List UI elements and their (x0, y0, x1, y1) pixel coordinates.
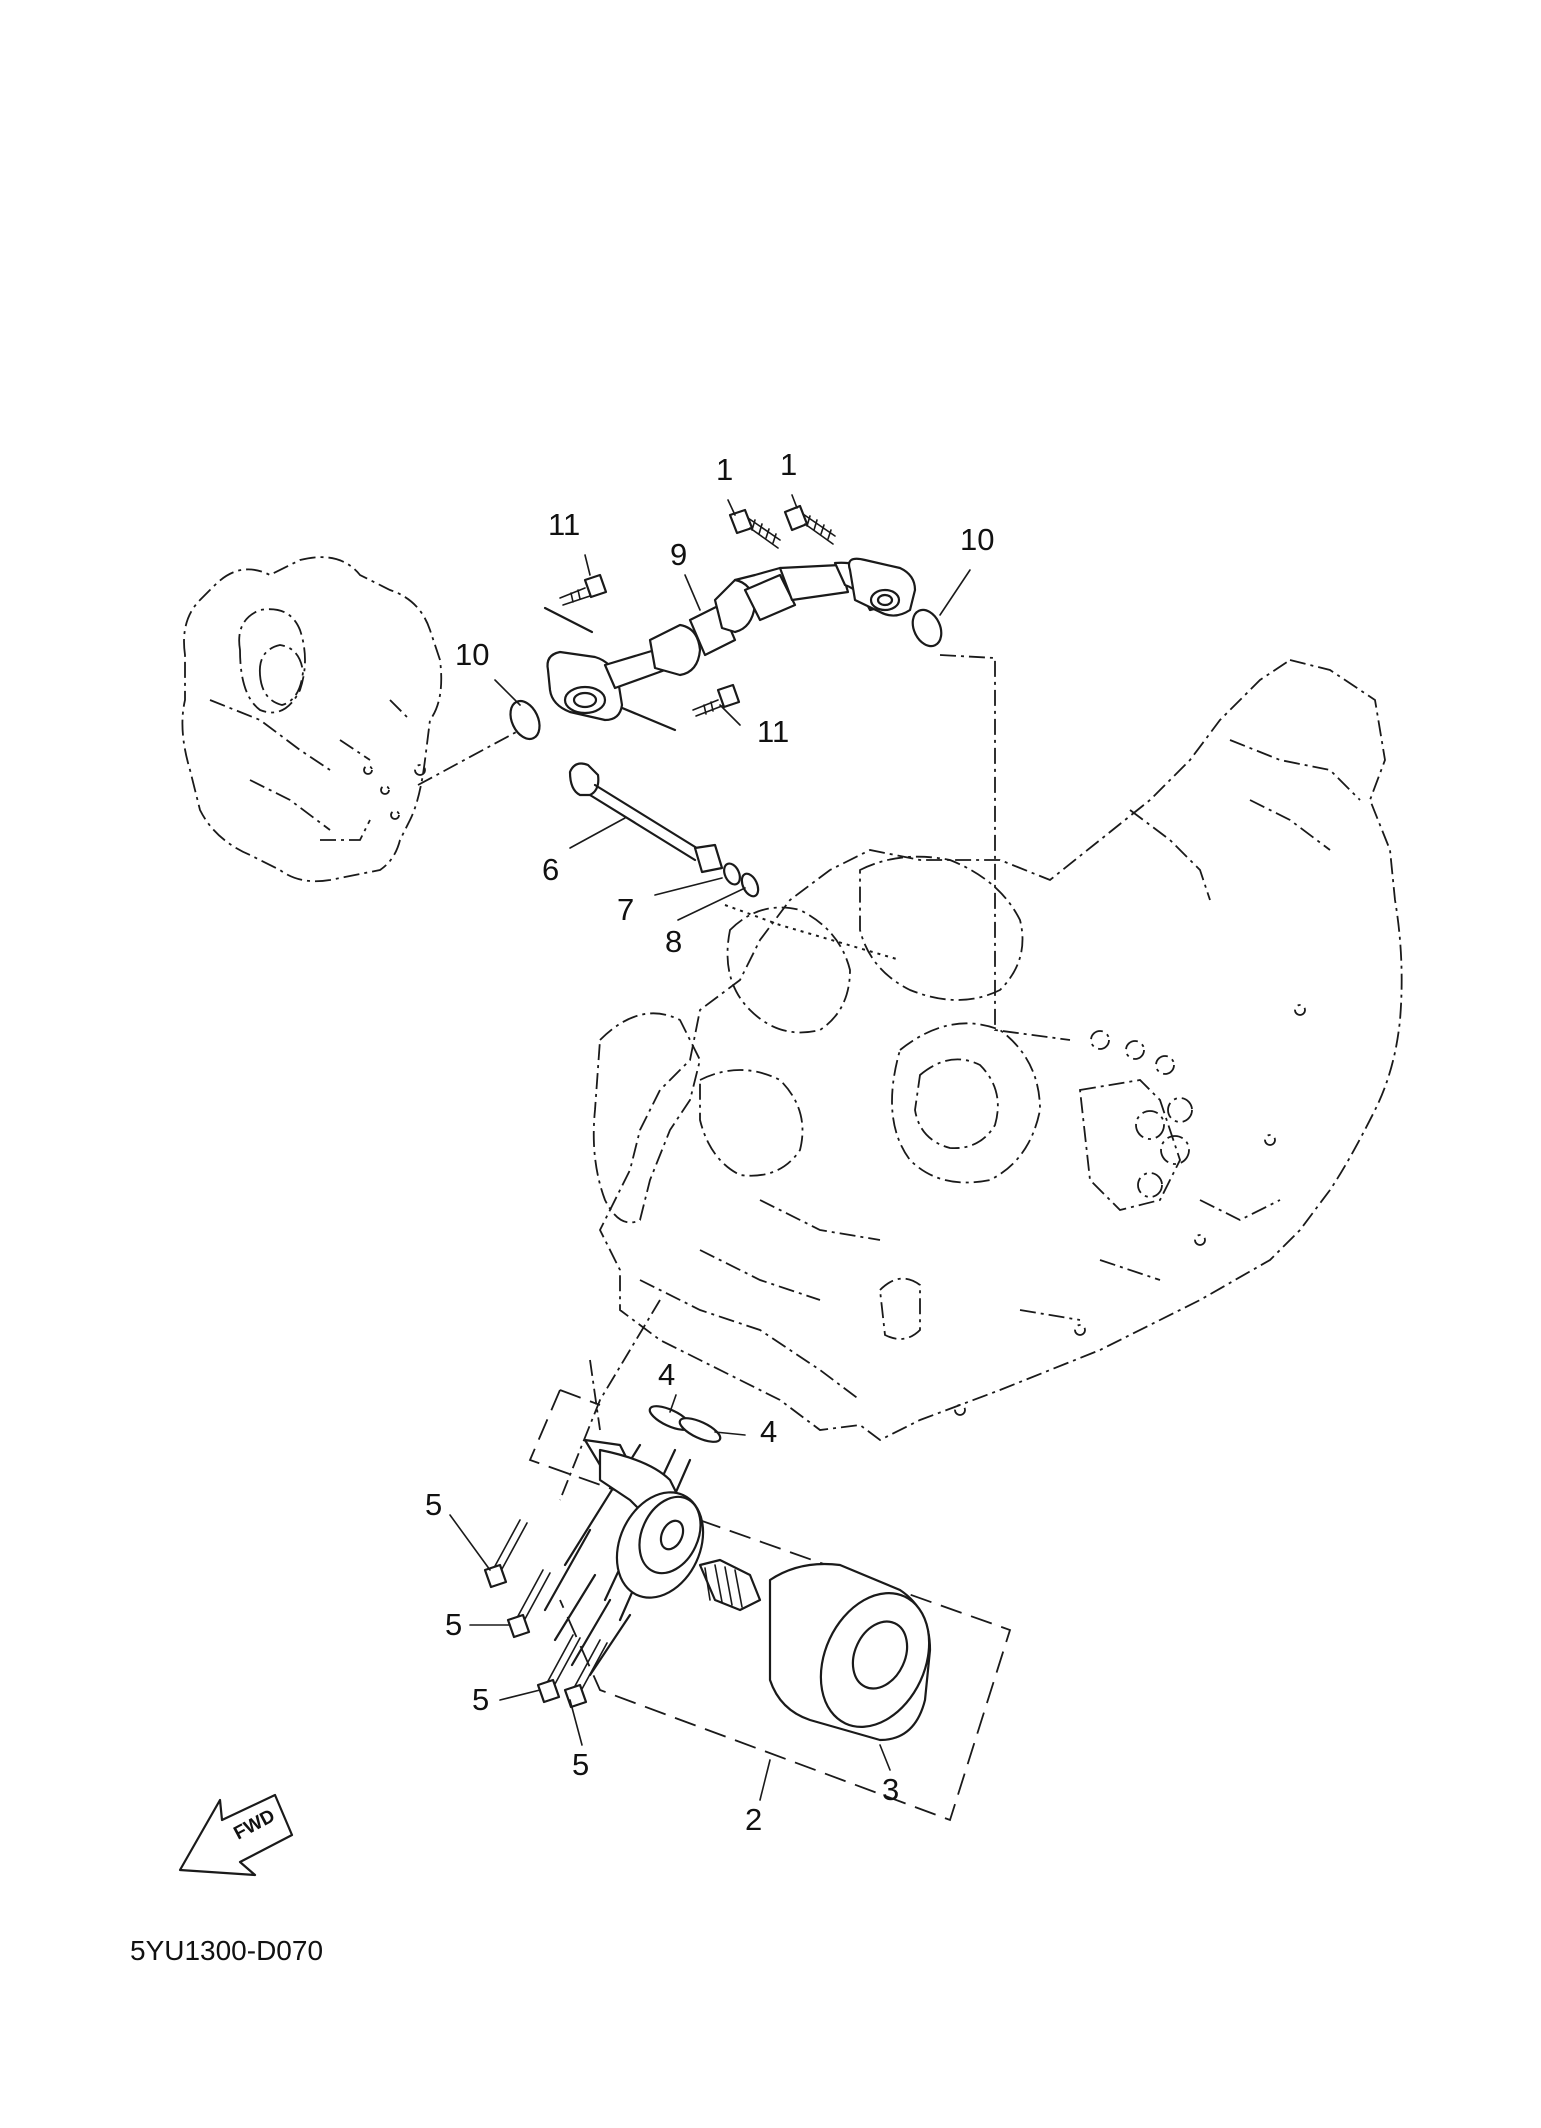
o-ring-8 (740, 872, 760, 898)
side-cover (181, 556, 443, 883)
callout-leaders (449, 494, 971, 1801)
bolt-5-d (563, 1639, 608, 1709)
oil-pipe-6 (568, 762, 724, 874)
oil-filter-assembly (528, 1389, 1012, 1822)
diagram-code: 5YU1300-D070 (130, 1935, 323, 1966)
callout-2: 2 (745, 1802, 762, 1837)
bolt-1-a (728, 508, 781, 549)
bolt-11-a (559, 573, 608, 606)
bolt-1-b (783, 504, 836, 545)
fwd-arrow-icon: FWD (178, 1793, 294, 1877)
callout-6: 6 (542, 852, 559, 887)
callout-5d: 5 (572, 1747, 589, 1782)
callout-9: 9 (670, 537, 687, 572)
callout-5c: 5 (472, 1682, 489, 1717)
callout-4a: 4 (658, 1357, 675, 1392)
callout-8: 8 (665, 924, 682, 959)
callout-1b: 1 (780, 447, 797, 482)
bolt-5-c (536, 1634, 581, 1704)
bolt-11-b (692, 683, 741, 717)
callout-10a: 10 (455, 637, 489, 672)
callout-1a: 1 (716, 452, 733, 487)
callout-4b: 4 (760, 1414, 777, 1449)
oil-pipe-assembly (543, 557, 917, 732)
callout-11b: 11 (757, 714, 789, 749)
callout-7: 7 (617, 892, 634, 927)
o-ring-10-left (509, 699, 541, 741)
callout-5b: 5 (445, 1607, 462, 1642)
callout-10b: 10 (960, 522, 994, 557)
o-ring-10-right (911, 608, 943, 648)
bolt-5-b (506, 1569, 551, 1639)
callout-11a: 11 (548, 507, 580, 542)
o-ring-7 (723, 862, 741, 886)
callout-3: 3 (882, 1772, 899, 1807)
bolt-5-a (483, 1519, 528, 1589)
callout-5a: 5 (425, 1487, 442, 1522)
crankcase (592, 659, 1403, 1442)
callout-labels: 1 1 11 9 10 10 11 6 7 8 4 4 5 5 5 5 3 2 (425, 447, 994, 1837)
alignment-lines (417, 654, 1071, 1501)
